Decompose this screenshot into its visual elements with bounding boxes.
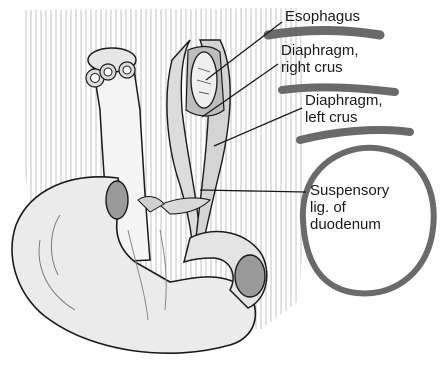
- label-left-crus-line1: Diaphragm,: [305, 92, 383, 109]
- label-esophagus: Esophagus: [285, 8, 360, 25]
- label-esophagus-text: Esophagus: [285, 8, 360, 25]
- label-right-crus: Diaphragm, right crus: [281, 42, 359, 76]
- label-suspensory-line2: lig. of: [310, 199, 389, 216]
- label-left-crus-line2: left crus: [305, 109, 383, 126]
- label-right-crus-line2: right crus: [281, 59, 359, 76]
- label-left-crus: Diaphragm, left crus: [305, 92, 383, 126]
- label-suspensory-line3: duodenum: [310, 216, 389, 233]
- label-right-crus-line1: Diaphragm,: [281, 42, 359, 59]
- label-suspensory-line1: Suspensory: [310, 182, 389, 199]
- esophagus: [191, 52, 217, 108]
- label-suspensory-ligament: Suspensory lig. of duodenum: [310, 182, 389, 233]
